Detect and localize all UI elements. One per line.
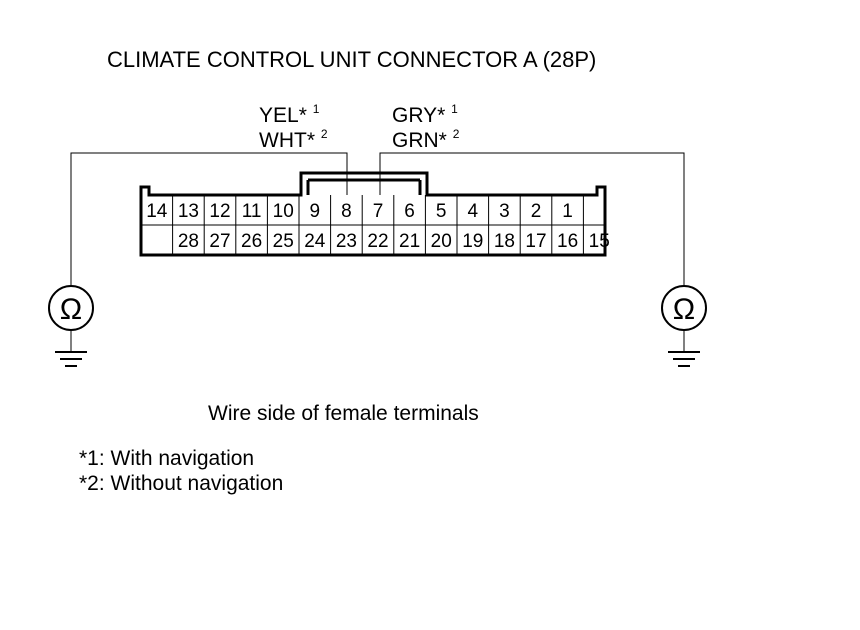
terminal-21: 21	[393, 225, 420, 255]
terminal-number: 12	[209, 201, 230, 222]
left-wire-label-1: YEL*	[259, 104, 307, 127]
svg-text:YEL* 1: YEL* 1	[259, 102, 320, 127]
ground-icon	[55, 351, 87, 367]
terminal-number: 17	[525, 231, 546, 252]
right-wire-label-1: GRY*	[392, 104, 445, 127]
terminal-number: 18	[494, 231, 515, 252]
terminal-26: 26	[235, 225, 262, 255]
terminal-8: 8	[330, 195, 352, 225]
terminal-23: 23	[330, 225, 357, 255]
terminal-number: 10	[273, 201, 294, 222]
terminal-number: 16	[557, 231, 578, 252]
terminal-number: 2	[531, 201, 542, 222]
terminal-2: 2	[519, 195, 542, 225]
terminal-27: 27	[203, 225, 231, 255]
ground-icon	[668, 351, 700, 367]
terminal-4: 4	[456, 195, 479, 225]
terminal-number: 27	[209, 231, 230, 252]
ohm-symbol-left: Ω	[60, 293, 82, 326]
ohm-symbol-right: Ω	[673, 293, 695, 326]
terminal-16: 16	[551, 225, 578, 255]
terminal-12: 12	[203, 195, 231, 225]
terminal-number: 5	[436, 201, 447, 222]
terminal-number: 26	[241, 231, 262, 252]
terminal-number: 14	[146, 201, 168, 222]
diagram-title: CLIMATE CONTROL UNIT CONNECTOR A (28P)	[107, 47, 596, 72]
terminal-number: 28	[178, 231, 199, 252]
terminal-17: 17	[519, 225, 547, 255]
right-wire-footnote-ref-2: 2	[453, 127, 460, 141]
terminal-number: 3	[499, 201, 510, 222]
terminal-9: 9	[298, 195, 321, 225]
terminal-number: 13	[178, 201, 199, 222]
terminal-number: 15	[589, 231, 610, 252]
terminal-11: 11	[235, 195, 262, 225]
terminal-15: 15	[582, 225, 610, 255]
terminal-20: 20	[424, 225, 452, 255]
terminal-number: 9	[310, 201, 321, 222]
terminal-number: 11	[242, 201, 262, 222]
terminal-number: 4	[468, 201, 479, 222]
left-wire-label-2: WHT*	[259, 129, 315, 152]
right-wire-label: GRY* 1 GRN* 2	[392, 102, 460, 152]
terminal-6: 6	[393, 195, 415, 225]
terminal-number: 7	[373, 201, 384, 222]
terminal-28: 28	[172, 225, 199, 255]
terminal-1: 1	[551, 195, 573, 225]
ohmmeter-right: Ω	[661, 285, 707, 367]
terminal-number: 20	[431, 231, 452, 252]
terminal-number: 6	[404, 201, 415, 222]
terminal-24: 24	[298, 225, 326, 255]
svg-text:GRN* 2: GRN* 2	[392, 127, 460, 152]
terminal-5: 5	[424, 195, 447, 225]
terminal-13: 13	[172, 195, 199, 225]
terminal-number: 24	[304, 231, 326, 252]
terminal-number: 1	[562, 201, 573, 222]
terminal-number: 22	[367, 231, 388, 252]
footnote-1: *1: With navigation	[79, 447, 254, 470]
terminal-7: 7	[361, 195, 384, 225]
terminal-22: 22	[361, 225, 389, 255]
left-wire-label: YEL* 1 WHT* 2	[259, 102, 328, 152]
ohmmeter-left: Ω	[48, 285, 94, 367]
terminal-14: 14	[146, 201, 168, 222]
left-wire-footnote-ref-1: 1	[313, 102, 320, 116]
terminal-10: 10	[266, 195, 294, 225]
svg-text:WHT* 2: WHT* 2	[259, 127, 328, 152]
terminal-25: 25	[266, 225, 294, 255]
terminal-number: 8	[341, 201, 352, 222]
terminal-3: 3	[488, 195, 510, 225]
svg-text:GRY* 1: GRY* 1	[392, 102, 458, 127]
terminal-18: 18	[488, 225, 515, 255]
terminal-number: 25	[273, 231, 294, 252]
right-wire-label-2: GRN*	[392, 129, 447, 152]
right-wire-footnote-ref-1: 1	[451, 102, 458, 116]
terminal-number: 21	[399, 231, 420, 252]
connector-view-caption: Wire side of female terminals	[208, 402, 479, 425]
terminal-19: 19	[456, 225, 483, 255]
terminal-number: 23	[336, 231, 357, 252]
footnote-2: *2: Without navigation	[79, 472, 283, 495]
terminal-number: 19	[462, 231, 483, 252]
connector-bottom-row: 28 27 26 25 24 23 22 21 20 19 18 17 16 15	[172, 225, 610, 255]
left-wire-footnote-ref-2: 2	[321, 127, 328, 141]
